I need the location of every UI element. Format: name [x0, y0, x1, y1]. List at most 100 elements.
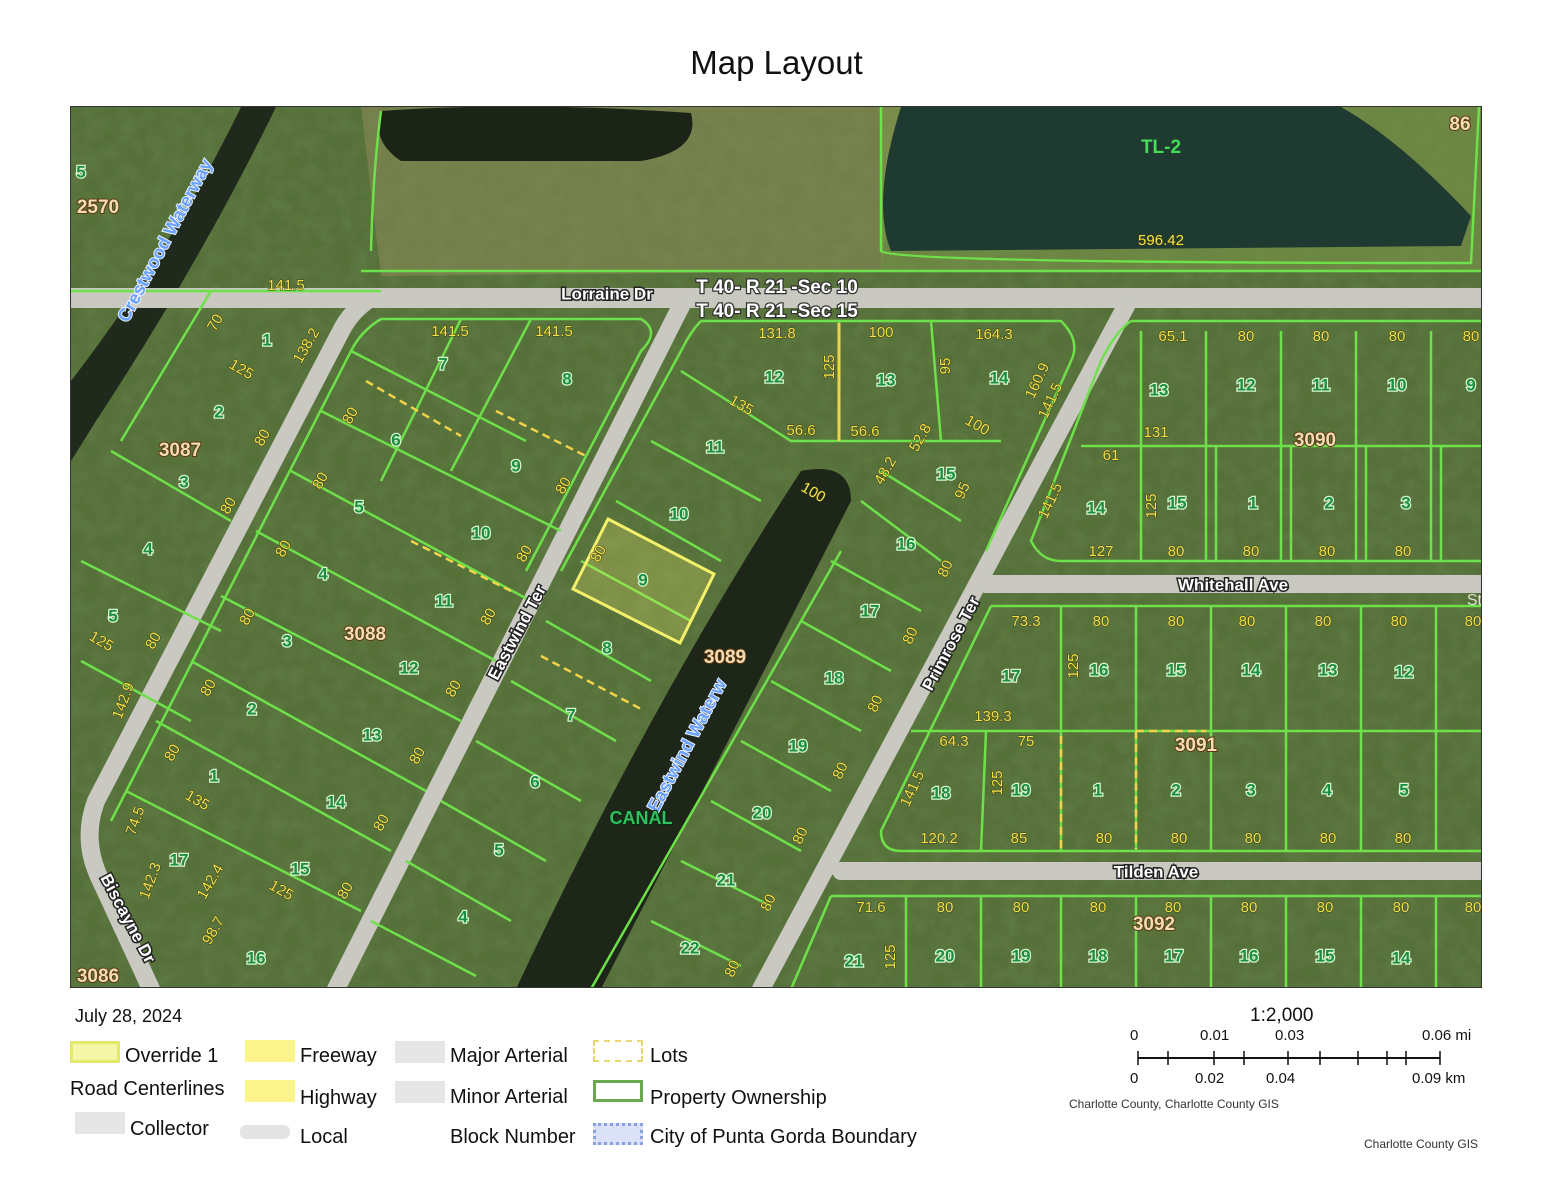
legend-label: City of Punta Gorda Boundary — [650, 1126, 917, 1148]
lot-dimension: 75 — [1018, 733, 1035, 750]
lot-number: 21 — [845, 951, 864, 970]
lot-dimension: 80 — [1315, 613, 1332, 630]
legend-swatch-override — [70, 1041, 120, 1063]
lot-dimension: 141.5 — [535, 323, 573, 340]
lot-dimension: 142.9 — [109, 680, 138, 721]
lot-number: 3 — [1401, 493, 1410, 512]
lot-dimension: 127 — [1088, 543, 1113, 560]
map-title: Map Layout — [690, 44, 863, 81]
lot-number: 2 — [1324, 493, 1333, 512]
lot-dimension: 80 — [442, 677, 465, 700]
lot-dimension: 80 — [1395, 543, 1412, 560]
legend-swatch-local — [240, 1125, 290, 1139]
lot-number: 7 — [566, 705, 575, 724]
lot-number: 16 — [1240, 946, 1259, 965]
lot-number: 14 — [1087, 498, 1106, 517]
lot-dimension: 65.1 — [1158, 328, 1187, 345]
lot-dimension: 80 — [309, 469, 332, 492]
lot-number: 13 — [1150, 380, 1169, 399]
lot-dimension: 80 — [1313, 328, 1330, 345]
subject-parcel-override[interactable] — [570, 516, 716, 646]
legend-label: Minor Arterial — [450, 1086, 568, 1108]
lot-dimension: 125 — [1143, 493, 1160, 518]
lot-number: 13 — [877, 370, 896, 389]
lot-dimension: 80 — [217, 494, 240, 517]
lot-dimension: 80 — [513, 542, 536, 565]
lot-dimension: 80 — [236, 605, 259, 628]
lot-number: 4 — [143, 539, 153, 558]
lot-number: 22 — [681, 938, 700, 957]
lot-number: 9 — [638, 570, 647, 589]
lot-number: 17 — [1165, 946, 1184, 965]
scale-km-tick: 0.02 — [1195, 1070, 1225, 1087]
lot-dimension: 131.8 — [758, 325, 796, 342]
scale-km-tick: 0.09 km — [1412, 1070, 1466, 1087]
lot-dimension: 80 — [721, 958, 743, 980]
lot-dimension: 95 — [951, 480, 973, 502]
attribution: Charlotte County, Charlotte County GIS — [1069, 1097, 1279, 1111]
map-date: July 28, 2024 — [75, 1006, 183, 1026]
lot-dimension: 80 — [1245, 830, 1262, 847]
lot-dimension: 80 — [477, 605, 500, 628]
lot-dimension: 80 — [1168, 613, 1185, 630]
lot-number: 12 — [1237, 375, 1256, 394]
legend-swatch-collector — [75, 1112, 125, 1134]
lot-dimension: 80 — [334, 879, 357, 902]
lot-dimension: 164.3 — [975, 326, 1013, 343]
lot-dimension: 61 — [1103, 447, 1120, 464]
lot-number: 13 — [1319, 660, 1338, 679]
lot-number: 10 — [670, 504, 689, 523]
lot-number: 15 — [937, 464, 956, 483]
lot-dimension: 80 — [1013, 899, 1030, 916]
lake-tl2 — [883, 107, 1471, 251]
lot-number: 15 — [291, 859, 310, 878]
lot-number: 8 — [562, 369, 571, 388]
lot-number: 5 — [76, 162, 85, 181]
lot-dimension: 80 — [1096, 830, 1113, 847]
lot-dimension: 80 — [1389, 328, 1406, 345]
lot-number: 21 — [717, 870, 736, 889]
legend-swatch-freeway — [245, 1040, 295, 1062]
source-credit: Charlotte County GIS — [1364, 1137, 1479, 1151]
lot-dimension: 80 — [934, 558, 956, 580]
lot-dimension: 80 — [251, 426, 274, 449]
lot-number: 4 — [318, 564, 328, 583]
lot-number: 14 — [1392, 948, 1411, 967]
block-number: 3087 — [159, 440, 201, 461]
map-canvas[interactable]: 5123451278695104113121314151716111098765… — [71, 107, 1482, 988]
lot-dimension: 141.5 — [267, 277, 305, 294]
lot-dimension: 80 — [1241, 899, 1258, 916]
lot-dimension: 80 — [1093, 613, 1110, 630]
road-primrose-ter[interactable] — [752, 297, 1135, 988]
lot-dimension: 80 — [789, 825, 811, 847]
lot-number: 3 — [179, 472, 188, 491]
lot-number: 19 — [1012, 946, 1031, 965]
lot-number: 15 — [1316, 946, 1335, 965]
scale-ratio: 1:2,000 — [1250, 1005, 1314, 1026]
lot-dimension: 100 — [868, 324, 893, 341]
lot-number: 16 — [1090, 660, 1109, 679]
road-eastwind-ter[interactable] — [327, 297, 690, 988]
lot-number: 9 — [511, 456, 520, 475]
legend-label: Lots — [650, 1045, 688, 1067]
legend-label: Property Ownership — [650, 1087, 827, 1109]
legend-swatch-ownership — [593, 1080, 643, 1102]
lot-dimension: 80 — [161, 741, 184, 764]
lot-number: 6 — [530, 772, 539, 791]
legend-label: Highway — [300, 1087, 377, 1109]
block-number: 86 — [1449, 114, 1470, 135]
legend-swatch-minor — [395, 1081, 445, 1103]
lot-number: 5 — [494, 840, 503, 859]
lot-dimension: 125 — [821, 354, 838, 379]
lot-dimension: 80 — [1239, 613, 1256, 630]
block-number: 2570 — [77, 197, 119, 218]
lot-number: 20 — [936, 946, 955, 965]
road-biscayne[interactable] — [80, 289, 380, 988]
crestwood-waterway — [71, 107, 276, 461]
lot-dimension: 141.5 — [431, 323, 469, 340]
lot-number: 12 — [400, 658, 419, 677]
scale-mi-tick: 0.03 — [1275, 1027, 1305, 1044]
lot-number: 17 — [1002, 666, 1021, 685]
lot-number: 11 — [706, 437, 724, 456]
